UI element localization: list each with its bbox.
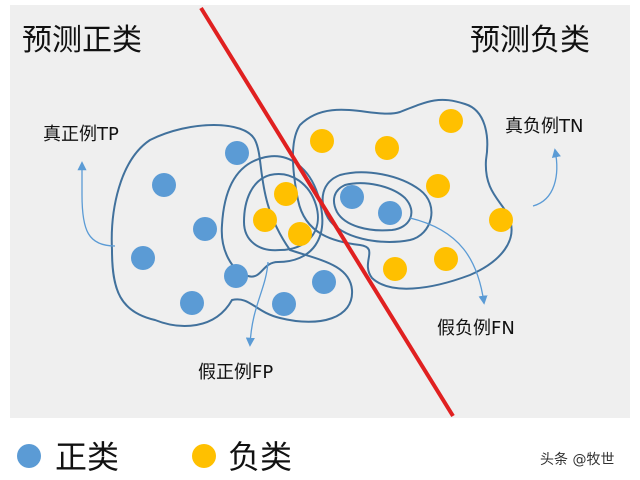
negative-point: [288, 222, 312, 246]
negative-point: [253, 208, 277, 232]
legend-positive-swatch: [17, 444, 41, 468]
positive-point: [193, 217, 217, 241]
fp-label: 假正例FP: [198, 362, 273, 383]
true-negative-points: [310, 109, 513, 281]
positive-point: [312, 270, 336, 294]
false-negative-inner-outline: [332, 182, 413, 232]
decision-boundary-line: [199, 6, 455, 418]
true-positive-points: [131, 141, 336, 316]
legend: 正类 负类: [17, 438, 292, 476]
positive-point: [340, 185, 364, 209]
negative-blob-outline: [292, 98, 513, 290]
false-negative-points: [340, 185, 402, 225]
positive-point: [225, 141, 249, 165]
watermark-text: 头条 @牧世: [540, 451, 614, 468]
positive-point: [272, 292, 296, 316]
negative-point: [434, 247, 458, 271]
negative-point: [426, 174, 450, 198]
diagram-panel: [10, 5, 630, 418]
positive-point: [131, 246, 155, 270]
legend-negative-swatch: [192, 444, 216, 468]
false-positive-points: [253, 182, 312, 246]
negative-point: [439, 109, 463, 133]
negative-point: [310, 129, 334, 153]
tp-arrow: [77, 161, 116, 247]
positive-point: [224, 264, 248, 288]
positive-point: [152, 173, 176, 197]
pred-positive-title: 预测正类: [22, 23, 142, 58]
negative-point: [383, 257, 407, 281]
tn-label: 真负例TN: [505, 116, 583, 137]
legend-positive-label: 正类: [55, 438, 119, 476]
tn-arrow: [532, 148, 561, 207]
legend-negative-label: 负类: [228, 438, 292, 476]
negative-point: [375, 136, 399, 160]
false-positive-inner-outline: [242, 173, 319, 252]
negative-point: [489, 208, 513, 232]
fn-arrow: [409, 217, 488, 305]
negative-point: [274, 182, 298, 206]
pred-negative-title: 预测负类: [470, 23, 590, 58]
fp-arrow: [245, 261, 269, 347]
false-positive-blob-outline: [220, 155, 324, 278]
fn-label: 假负例FN: [437, 318, 515, 339]
tp-label: 真正例TP: [43, 124, 119, 145]
positive-point: [378, 201, 402, 225]
positive-point: [180, 291, 204, 315]
